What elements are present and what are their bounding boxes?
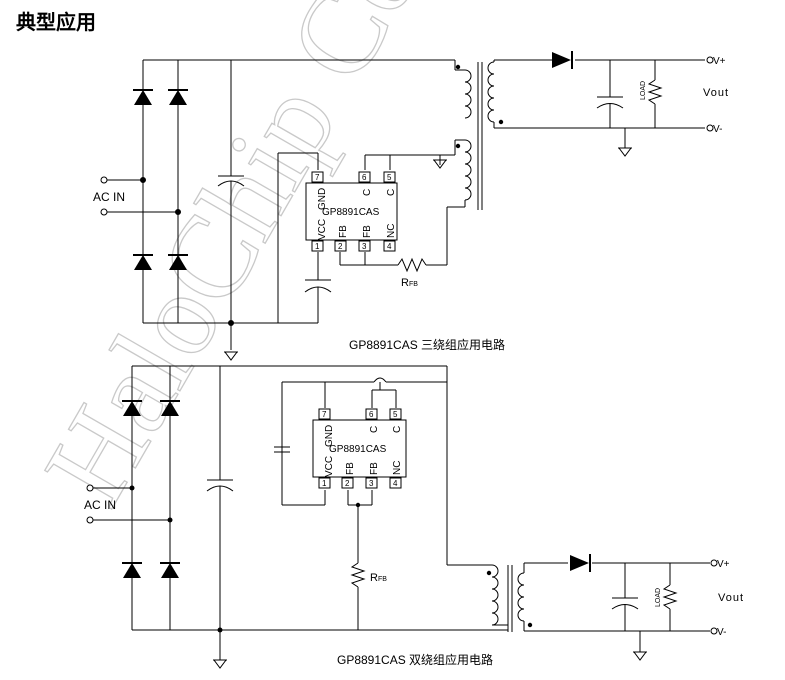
circuit-2-vminus-label: V- (717, 627, 726, 638)
circuit-2-vout-label: Vout (718, 592, 744, 604)
chip-1-pins (311, 171, 396, 252)
chip-2-pin5-label: C (392, 426, 403, 433)
chip-1-pin4-label: NC (386, 224, 397, 238)
circuit-1-vplus-label: V+ (713, 56, 726, 67)
circuit-1-caption: GP8891CAS 三绕组应用电路 (349, 337, 505, 352)
chip-2-pin7-label: GND (324, 425, 335, 447)
circuit-2-load-label: LOAD (655, 588, 662, 607)
chip-1-pin6-label: C (362, 189, 373, 196)
chip-2-pin6-num: 6 (369, 410, 374, 419)
chip-1-pin7-label: GND (317, 188, 328, 210)
circuit-1-load-label: LOAD (640, 81, 647, 100)
chip-1-pin1-label: VCC (317, 219, 328, 240)
circuit-1-vminus-label: V- (713, 124, 722, 135)
circuit-1-ac-in-label: AC IN (93, 190, 125, 204)
chip-2-pin7-num: 7 (322, 410, 327, 419)
chip-2-pin6-label: C (369, 426, 380, 433)
circuit-2-symbols (121, 400, 648, 669)
circuit-2-vplus-label: V+ (717, 559, 730, 570)
chip-2-pin5-num: 5 (393, 410, 398, 419)
page-title: 典型应用 (16, 10, 96, 34)
chip-2-pin3-num: 3 (369, 479, 374, 488)
circuit-1-rfb-label: RFB (401, 277, 418, 289)
circuit-2 (86, 365, 718, 660)
chip-1-pin3-label: FB (362, 225, 373, 238)
chip-1-pin6-num: 6 (362, 173, 367, 182)
chip-1-pin2-num: 2 (338, 242, 343, 251)
circuit-2-ac-in-label: AC IN (84, 498, 116, 512)
circuit-1-symbols (132, 51, 633, 361)
chip-2-name: GP8891CAS (329, 444, 387, 455)
circuit-1-vout-label: Vout (703, 87, 729, 99)
chip-2-pin2-label: FB (345, 462, 356, 475)
chip-2-pin1-label: VCC (324, 456, 335, 477)
chip-1-pin3-num: 3 (362, 242, 367, 251)
chip-1-pin4-num: 4 (387, 242, 392, 251)
chip-2-pin1-num: 1 (322, 479, 327, 488)
chip-1-pin5-num: 5 (387, 173, 392, 182)
chip-2-pin2-num: 2 (345, 479, 350, 488)
chip-2-pin4-num: 4 (393, 479, 398, 488)
chip-1-pin1-num: 1 (315, 242, 320, 251)
chip-1-pin7-num: 7 (315, 173, 320, 182)
chip-2-pin4-label: NC (392, 461, 403, 475)
chip-1-name: GP8891CAS (322, 207, 380, 218)
circuit-2-rfb-label: RFB (370, 572, 387, 584)
chip-1-pin2-label: FB (338, 225, 349, 238)
chip-1-pin5-label: C (386, 189, 397, 196)
chip-2-pin3-label: FB (369, 462, 380, 475)
chip-2-pins (318, 408, 402, 489)
circuit-1 (100, 56, 714, 350)
circuit-2-caption: GP8891CAS 双绕组应用电路 (337, 652, 493, 667)
